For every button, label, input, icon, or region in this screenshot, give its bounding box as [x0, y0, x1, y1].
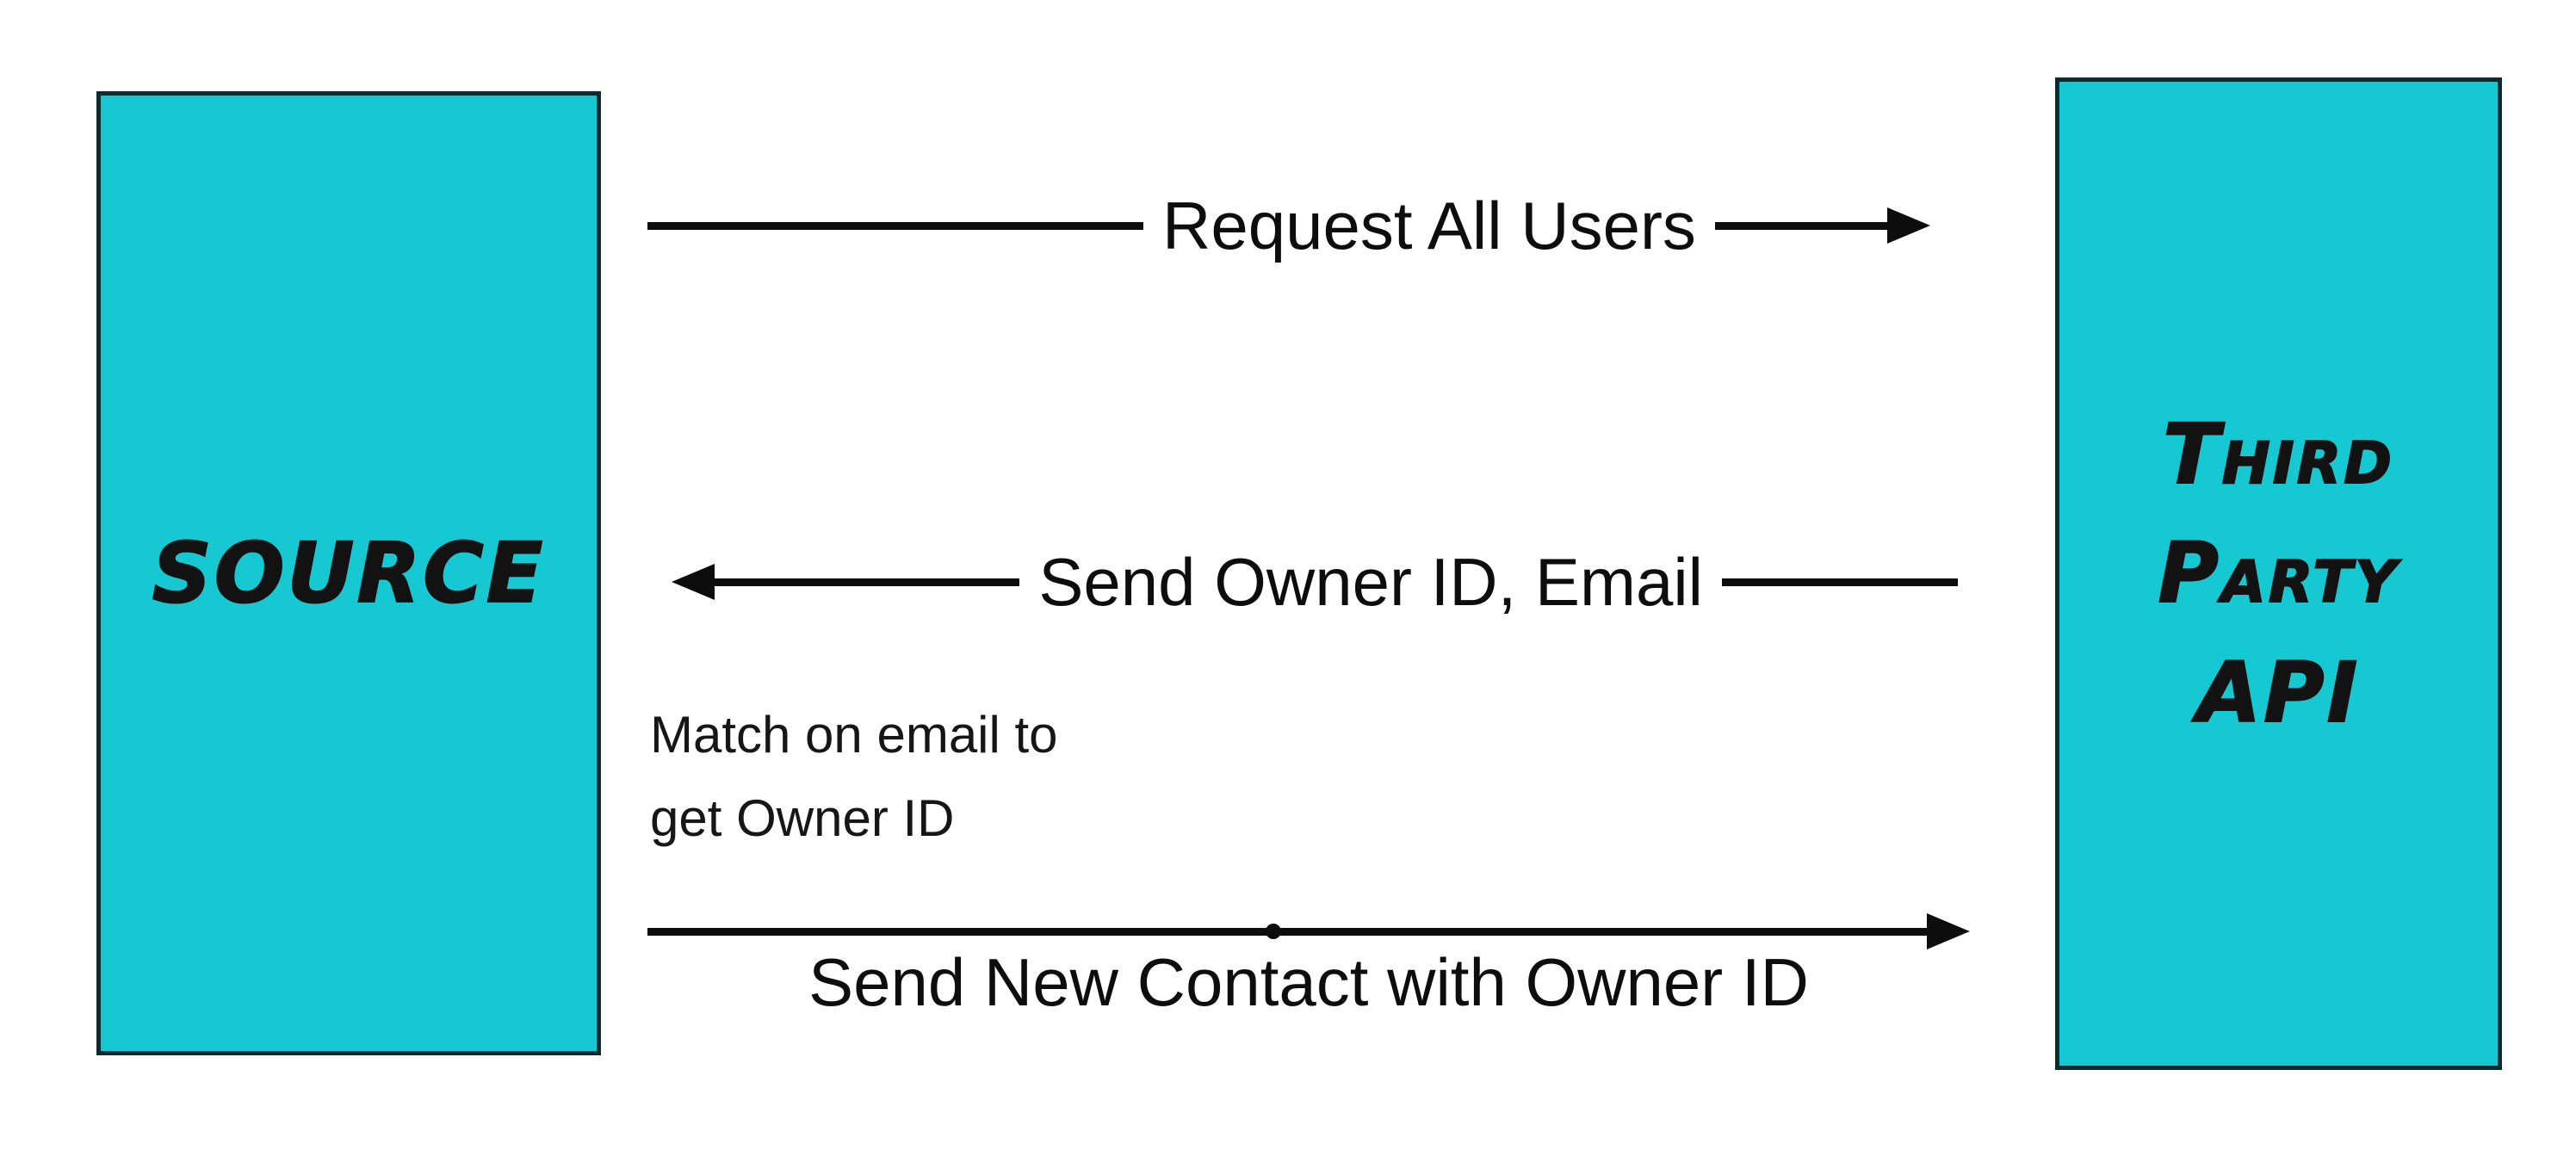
send-new-contact-label: Send New Contact with Owner ID [808, 944, 1809, 1020]
arrowhead-right-icon [1927, 913, 1970, 949]
arrowhead-left-icon [672, 564, 715, 600]
third-party-api-actor-box: Third Party API [2055, 77, 2502, 1070]
midpoint-dot-icon [1266, 924, 1281, 939]
arrow-line [1714, 221, 1887, 230]
arrow-request-all-users: Request All Users [647, 187, 1930, 263]
arrowhead-right-icon [1887, 207, 1930, 244]
arrow-line [1722, 578, 1958, 586]
send-owner-id-email-label: Send Owner ID, Email [1038, 543, 1703, 620]
source-actor-box: SOURCE [96, 91, 601, 1055]
third-party-api-actor-label: Third Party API [2157, 405, 2400, 741]
request-all-users-label: Request All Users [1162, 187, 1696, 263]
arrow-line [647, 221, 1143, 230]
arrow-send-new-contact [647, 893, 1970, 969]
arrow-send-owner-id-email: Send Owner ID, Email [672, 543, 1958, 620]
match-note: Match on email to get Owner ID [650, 706, 1058, 847]
arrow-line [715, 578, 1020, 586]
source-actor-label: SOURCE [152, 524, 546, 622]
arrow-line [647, 927, 1927, 936]
